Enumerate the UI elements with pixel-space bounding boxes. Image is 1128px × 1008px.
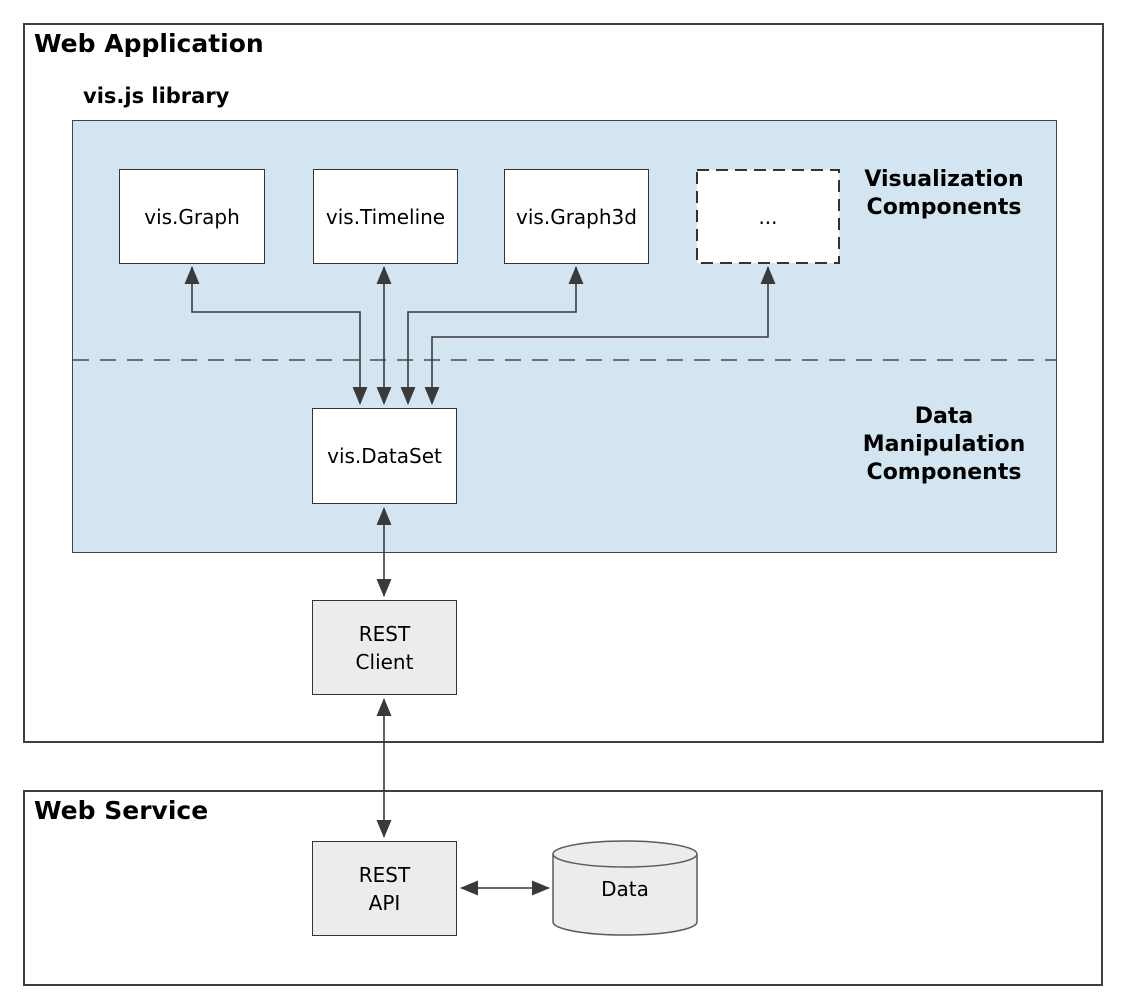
dataset-box: vis.DataSet xyxy=(312,408,457,504)
component-box-vis-graph3d: vis.Graph3d xyxy=(504,169,649,264)
component-box-vis-timeline: vis.Timeline xyxy=(313,169,458,264)
component-box-more: ... xyxy=(758,204,778,229)
rest-client-box: REST Client xyxy=(312,600,457,695)
visualization-components-label: Visualization Components xyxy=(864,167,1024,220)
database-label: Data xyxy=(601,877,649,901)
component-box-vis-graph: vis.Graph xyxy=(119,169,265,264)
web-application-title: Web Application xyxy=(34,29,264,58)
data-manipulation-components-label: Data Manipulation Components xyxy=(862,404,1026,485)
visjs-library-title: vis.js library xyxy=(83,84,230,108)
web-service-title: Web Service xyxy=(34,796,209,825)
rest-api-box: REST API xyxy=(312,841,457,936)
